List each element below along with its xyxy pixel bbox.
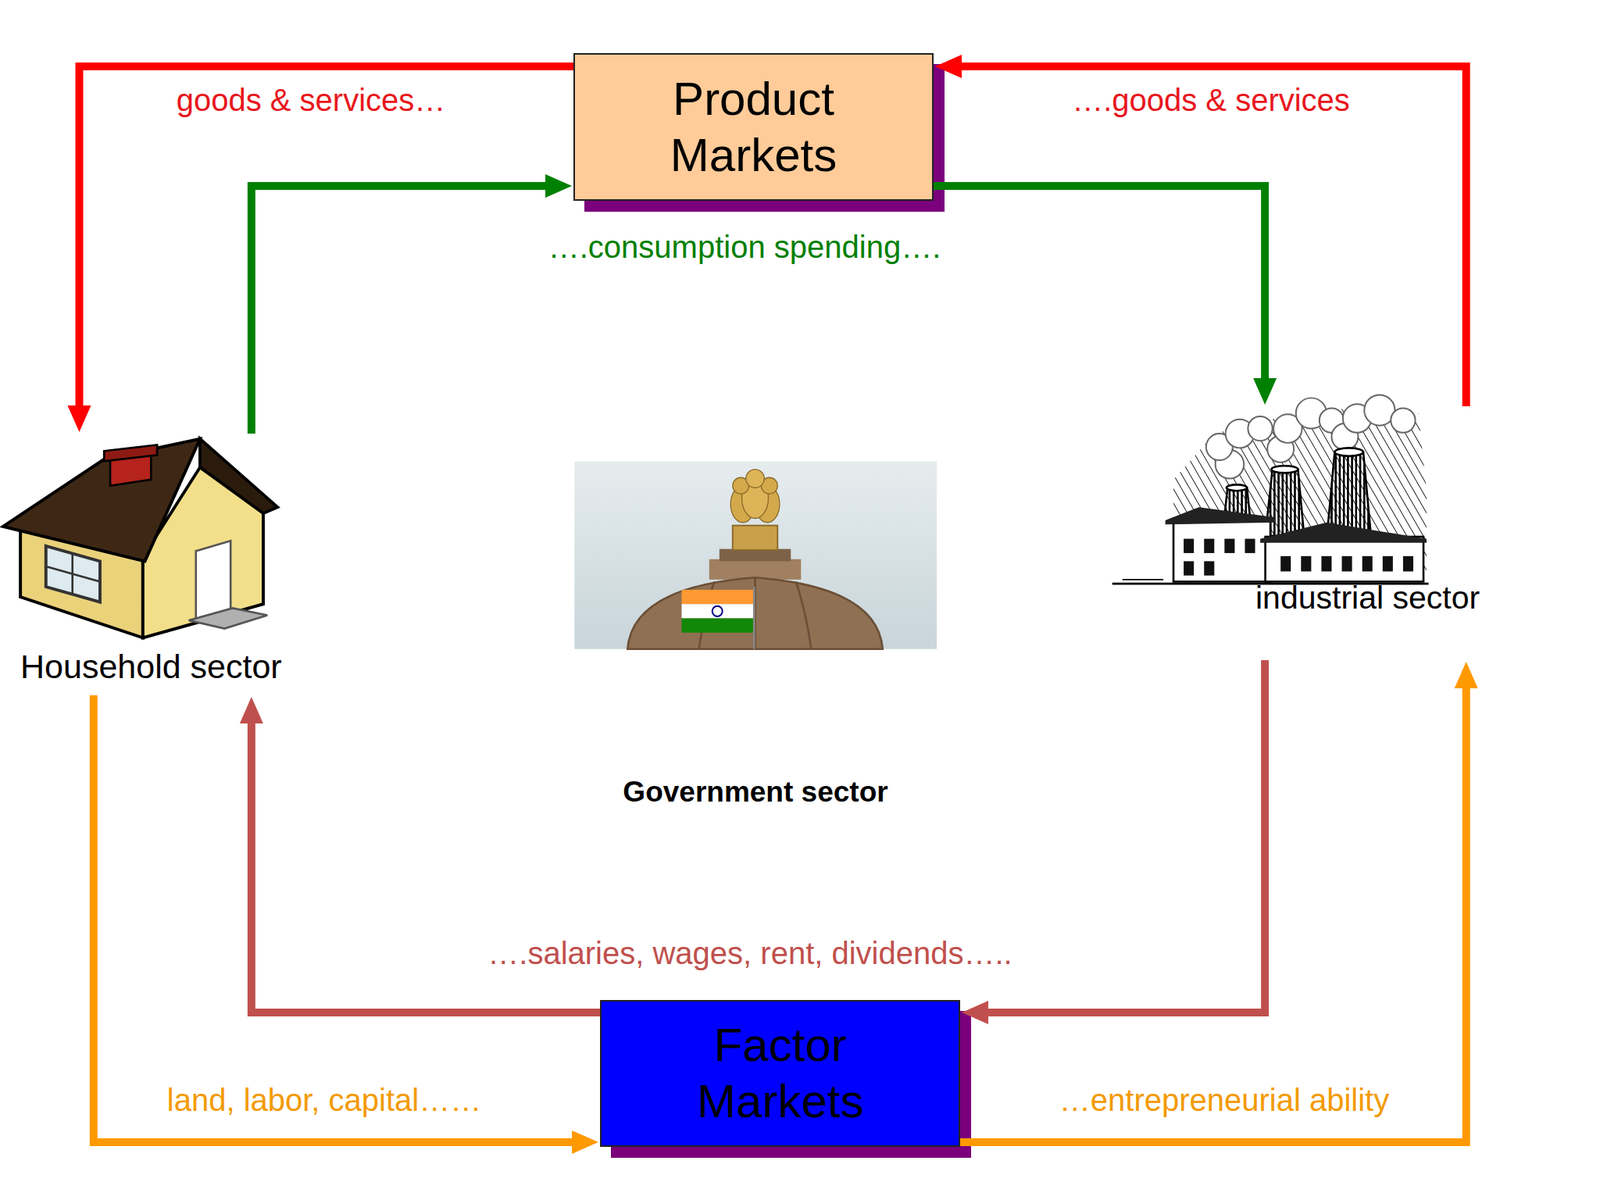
house-side-wall — [20, 522, 143, 639]
house-step — [189, 607, 268, 629]
flow-label: ….salaries, wages, rent, dividends….. — [487, 935, 1012, 972]
node-label: Household sector — [20, 647, 283, 686]
factory-illustration — [1112, 394, 1429, 584]
house-roof — [3, 439, 200, 562]
factory-roof — [1165, 507, 1276, 525]
smoke-puff — [1342, 403, 1372, 433]
smoke-puff — [1273, 414, 1303, 443]
flow-arrow — [933, 185, 1265, 380]
emblem-lion — [730, 485, 755, 523]
smoke-puff — [1206, 433, 1233, 461]
house-door — [196, 540, 231, 621]
flag-stripe — [681, 589, 753, 604]
factory-window — [1244, 539, 1255, 554]
factory-window — [1382, 556, 1393, 572]
flow-arrow — [960, 66, 1467, 407]
chimney-rim — [1334, 447, 1364, 456]
flow-label: ….goods & services — [1071, 82, 1350, 118]
factory-window — [1342, 556, 1353, 572]
smoke-puff — [1390, 407, 1415, 433]
factory-building — [1265, 536, 1424, 582]
factory-chimney — [1265, 469, 1305, 536]
smoke-puff — [1331, 423, 1358, 450]
emblem-lion — [742, 477, 769, 518]
government-sector: Government sector — [574, 460, 937, 813]
flow-label: ….consumption spending…. — [548, 229, 942, 265]
factory-chimney — [1222, 487, 1253, 536]
house-chimney — [110, 449, 151, 486]
window-bar — [71, 553, 74, 594]
factory-window — [1280, 556, 1291, 572]
flow-label: land, labor, capital…… — [167, 1082, 482, 1118]
factory-window — [1203, 560, 1215, 575]
smoke-puff — [1296, 397, 1327, 429]
building-dome — [627, 577, 883, 649]
market-box: Factor Markets — [600, 1000, 961, 1147]
flow-arrow — [79, 66, 575, 408]
house-front-wall — [142, 467, 264, 638]
factory-hatching — [1173, 407, 1427, 572]
flow-arrow — [986, 660, 1265, 1013]
node-label: Government sector — [574, 775, 937, 809]
house-roof-edge — [200, 439, 278, 514]
smoke-puff — [1267, 435, 1294, 463]
sky-background — [574, 460, 937, 649]
emblem-pedestal — [732, 525, 778, 550]
flag-chakra — [712, 606, 723, 617]
market-box: Product Markets — [573, 53, 934, 201]
flag-stripe — [681, 618, 753, 633]
chimney-rim — [1271, 465, 1298, 473]
emblem-lion-head — [746, 469, 765, 489]
factory-roof — [1260, 522, 1427, 543]
government-illustration — [574, 460, 937, 649]
flow-arrow — [251, 185, 547, 434]
house-chimney-cap — [103, 444, 158, 461]
factory-window — [1362, 556, 1373, 572]
factory-window — [1183, 539, 1194, 554]
factory-building — [1173, 518, 1271, 583]
emblem-lion-head — [760, 477, 778, 494]
smoke-puff — [1225, 419, 1255, 449]
factory-window — [1224, 539, 1235, 554]
household-sector: Household sector — [3, 433, 308, 696]
smoke-puff — [1364, 394, 1395, 425]
factory-window — [1321, 556, 1332, 572]
emblem-lion — [755, 485, 780, 523]
flag-stripe — [681, 603, 753, 618]
house-illustration — [3, 439, 278, 639]
emblem-lion-head — [732, 477, 750, 494]
factory-window — [1403, 556, 1414, 572]
flow-arrow — [93, 695, 574, 1143]
flow-label: …entrepreneurial ability — [1059, 1082, 1390, 1118]
smoke-puff — [1215, 450, 1245, 479]
factory-window — [1300, 556, 1311, 572]
industrial-sector: industrial sector — [1105, 406, 1528, 661]
flag-pole — [753, 586, 756, 650]
dome-drum — [709, 559, 802, 580]
ground-line — [1122, 578, 1164, 581]
node-label: Factor Markets — [625, 1017, 936, 1130]
flow-arrow — [960, 686, 1467, 1143]
factory-window — [1203, 539, 1215, 554]
chimney-rim — [1226, 484, 1247, 491]
smoke-puff — [1247, 416, 1272, 441]
smoke-puff — [1319, 407, 1344, 433]
flow-label: goods & services… — [176, 82, 447, 118]
node-label: Product Markets — [598, 71, 909, 184]
factory-window — [1183, 560, 1194, 575]
window-bar — [46, 566, 100, 583]
node-label: industrial sector — [1255, 579, 1480, 617]
dome-drum — [719, 549, 791, 562]
dome-rib — [699, 577, 812, 649]
factory-chimney — [1326, 452, 1372, 542]
house-window — [46, 546, 100, 603]
